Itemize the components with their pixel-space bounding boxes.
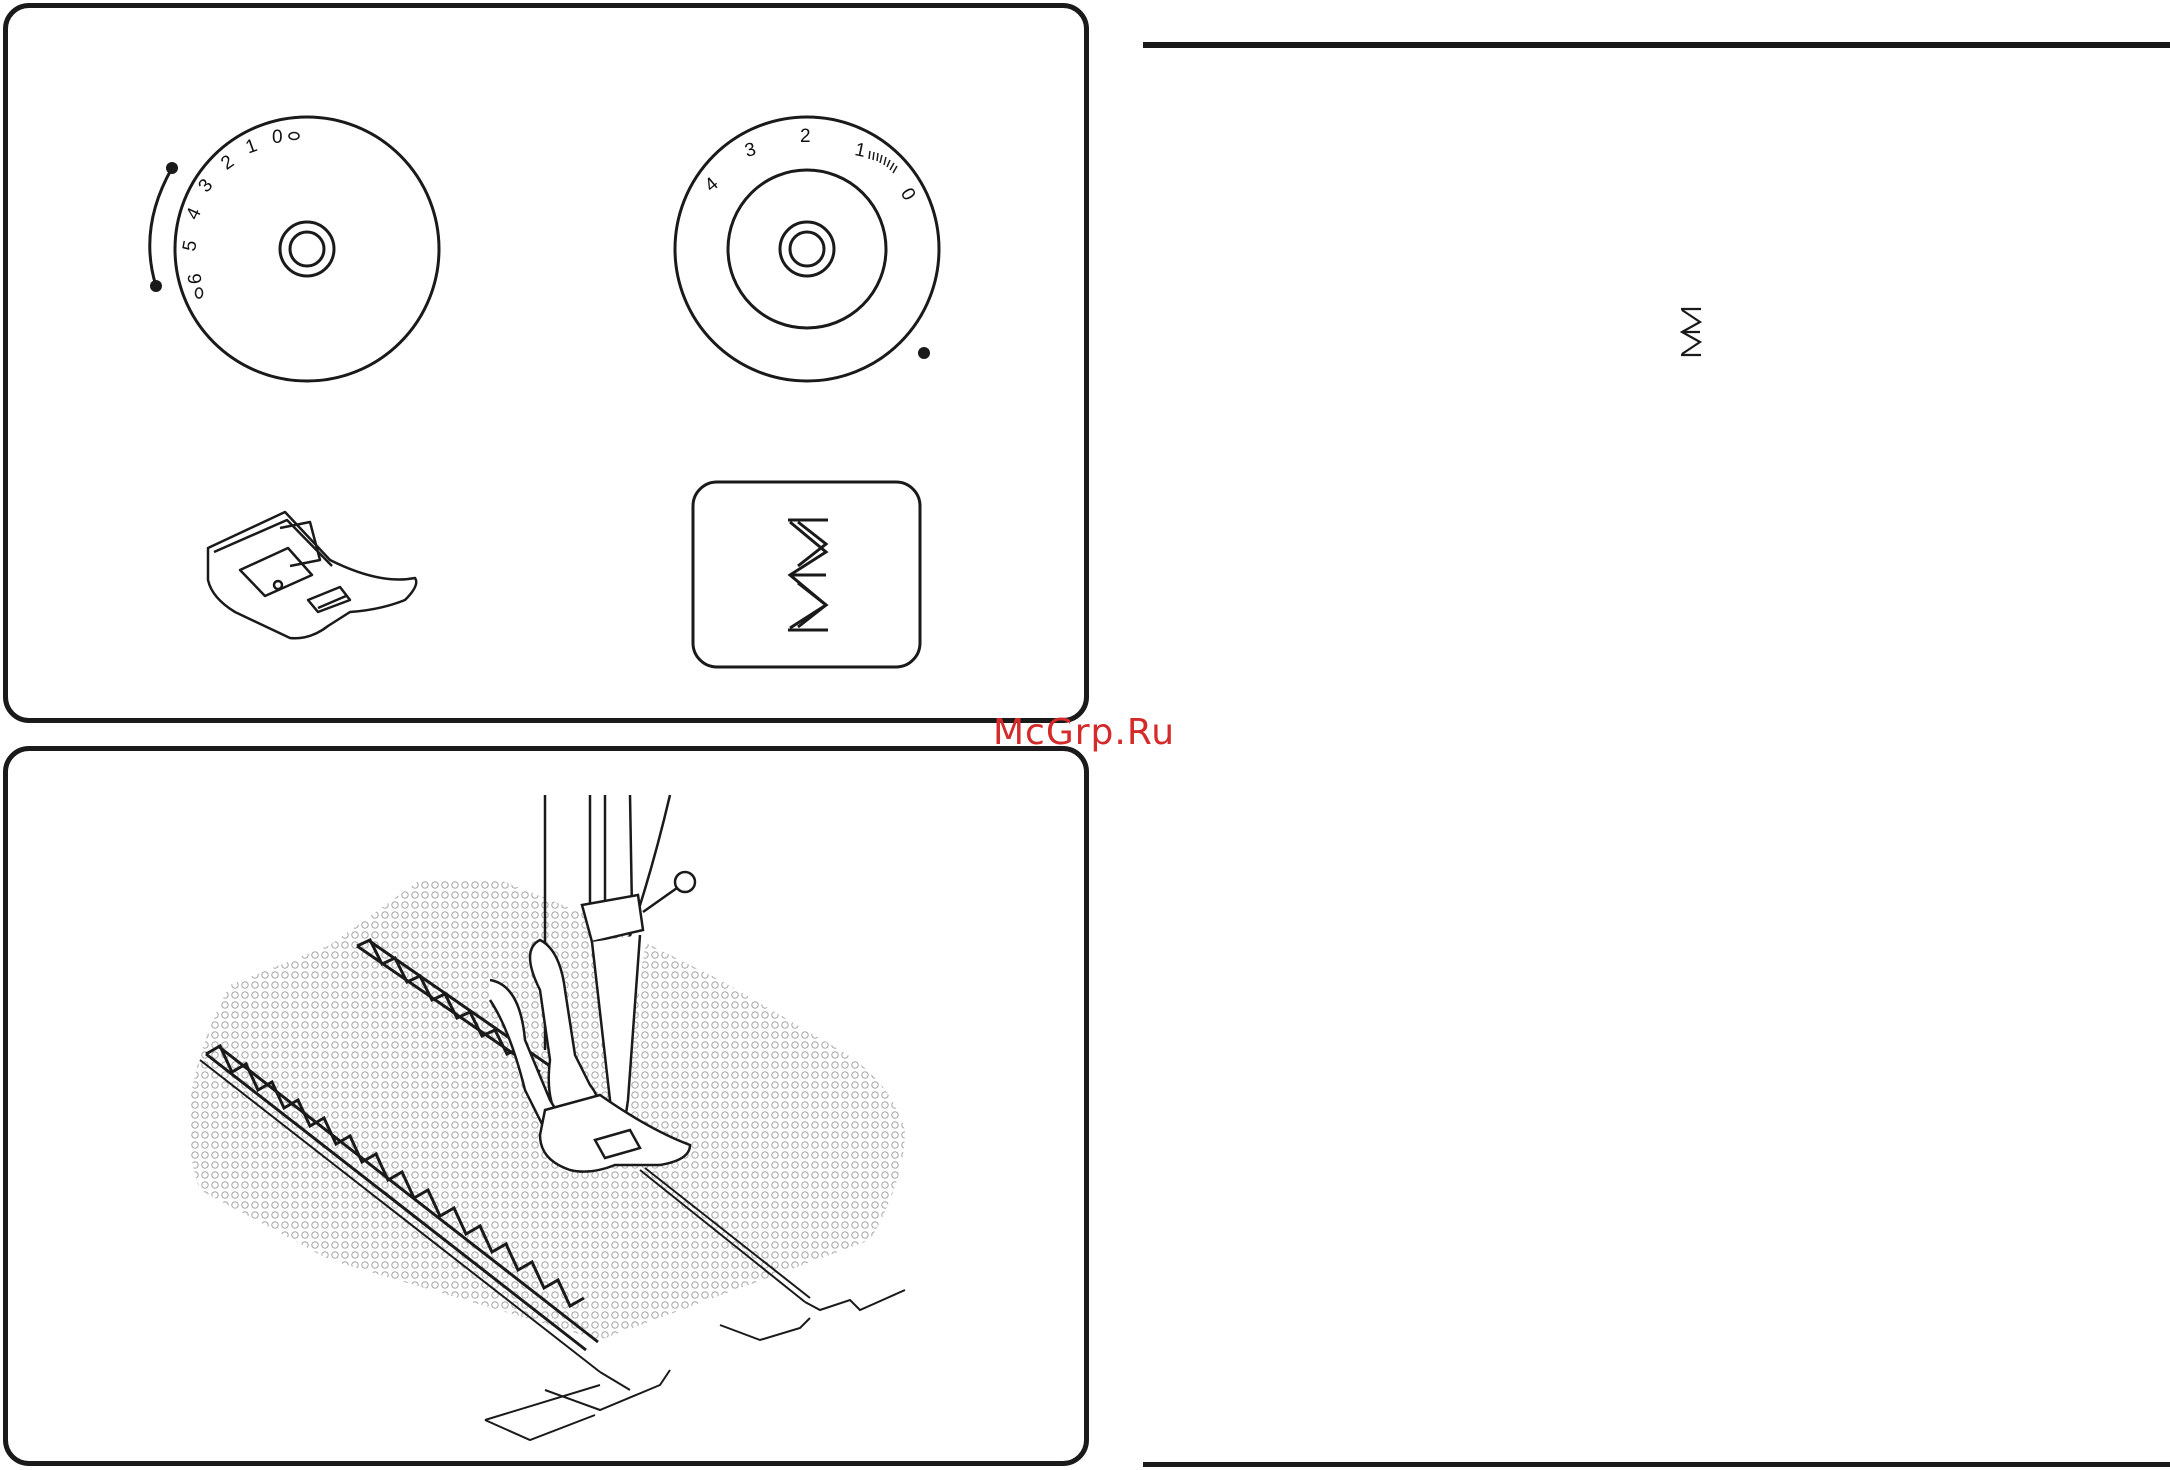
width-number-3: 3 [743,139,759,162]
stitch-width-dial: 4 3 2 1 0 [675,117,939,381]
width-number-4: 4 [701,173,723,196]
length-number-5: 5 [179,239,202,253]
length-number-0: 0 [272,127,283,148]
width-number-2: 2 [800,126,811,147]
zigzag-presser-foot-icon [208,512,416,638]
six-mark-icon [196,288,203,298]
top-divider-rule [1143,42,2170,48]
triple-zigzag-stitch-icon [788,520,828,630]
width-number-0: 0 [896,185,919,205]
indicator-dot-icon [918,347,930,359]
bottom-divider-rule [1143,1462,2170,1467]
stitch-length-dial: 0 1 2 3 4 5 6 [150,117,439,381]
range-dot-icon [150,280,162,292]
zero-mark-icon [289,133,299,140]
range-dot-icon [166,162,178,174]
length-number-3: 3 [194,175,217,197]
length-number-1: 1 [243,135,260,158]
length-number-6: 6 [185,272,207,284]
illustration-panel [3,746,1089,1466]
triple-zigzag-stitch-icon [1678,306,1704,358]
length-number-2: 2 [217,151,238,174]
length-range-arc [150,168,172,286]
watermark-text: McGrp.Ru [993,712,1175,753]
width-number-1: 1 [853,139,868,162]
width-tick-marks [869,151,897,173]
length-number-4: 4 [182,204,206,223]
